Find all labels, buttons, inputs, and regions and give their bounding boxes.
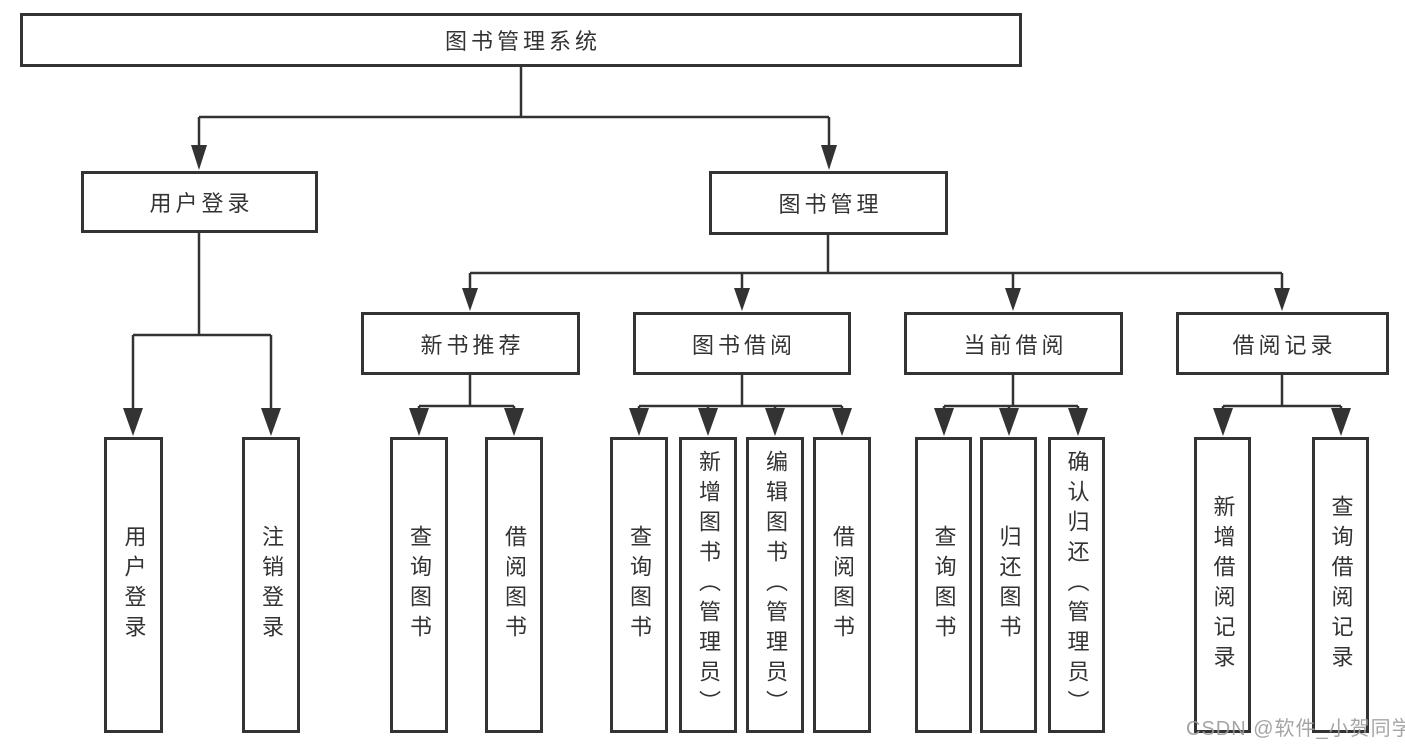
- arrowhead: [1274, 288, 1290, 311]
- node-new-book-recommendation-label: 新书推荐: [420, 332, 525, 358]
- arrowhead: [261, 408, 281, 436]
- leaf-add-borrow-record-label: 新增借阅记录: [1210, 495, 1236, 675]
- node-borrowing-records-label: 借阅记录: [1232, 332, 1337, 358]
- leaf-add-books-admin-label: 新增图书（管理员）: [696, 450, 721, 720]
- arrowhead: [832, 408, 852, 436]
- arrowhead: [629, 408, 649, 436]
- node-book-borrowing: 图书借阅: [633, 312, 851, 375]
- leaf-rec-borrow-books-label: 借阅图书: [502, 525, 527, 645]
- node-borrowing-records: 借阅记录: [1176, 312, 1389, 375]
- leaf-query-borrow-record-label: 查询借阅记录: [1328, 495, 1354, 675]
- node-root-label: 图书管理系统: [444, 29, 601, 54]
- node-root: 图书管理系统: [20, 13, 1022, 67]
- leaf-current-query-books-label: 查询图书: [931, 525, 957, 645]
- leaf-borrow-query-books: 查询图书: [610, 437, 668, 733]
- leaf-confirm-return-admin: 确认归还（管理员）: [1048, 437, 1105, 733]
- arrowhead: [1005, 288, 1021, 311]
- arrowhead: [821, 145, 837, 170]
- leaf-user-login: 用户登录: [104, 437, 163, 733]
- arrowhead: [1331, 408, 1351, 436]
- leaf-add-borrow-record: 新增借阅记录: [1194, 437, 1251, 733]
- arrowhead: [191, 145, 207, 170]
- node-user-login: 用户登录: [81, 171, 318, 233]
- leaf-edit-books-admin-label: 编辑图书（管理员）: [763, 450, 788, 720]
- arrowhead: [765, 408, 785, 436]
- leaf-logout: 注销登录: [242, 437, 300, 733]
- leaf-borrow-query-books-label: 查询图书: [627, 525, 652, 645]
- leaf-rec-query-books-label: 查询图书: [407, 525, 432, 645]
- node-current-borrowing: 当前借阅: [904, 312, 1123, 375]
- leaf-return-books-label: 归还图书: [996, 525, 1022, 645]
- leaf-confirm-return-admin-label: 确认归还（管理员）: [1064, 450, 1090, 720]
- node-user-login-label: 用户登录: [149, 191, 254, 216]
- arrowhead: [504, 408, 524, 436]
- arrowhead: [698, 408, 718, 436]
- arrowhead: [409, 408, 429, 436]
- arrowhead: [734, 288, 750, 311]
- node-new-book-recommendation: 新书推荐: [361, 312, 580, 375]
- leaf-user-login-label: 用户登录: [121, 525, 147, 645]
- arrowhead: [999, 408, 1019, 436]
- node-current-borrowing-label: 当前借阅: [963, 332, 1068, 358]
- arrowhead: [1213, 408, 1233, 436]
- leaf-query-borrow-record: 查询借阅记录: [1312, 437, 1369, 733]
- node-book-management-label: 图书管理: [778, 192, 883, 217]
- leaf-current-query-books: 查询图书: [915, 437, 972, 733]
- leaf-return-books: 归还图书: [980, 437, 1037, 733]
- leaf-add-books-admin: 新增图书（管理员）: [679, 437, 737, 733]
- arrowhead: [123, 408, 143, 436]
- arrowhead: [934, 408, 954, 436]
- node-book-borrowing-label: 图书借阅: [691, 332, 796, 358]
- leaf-rec-borrow-books: 借阅图书: [485, 437, 543, 733]
- leaf-borrow-books-label: 借阅图书: [830, 525, 855, 645]
- leaf-logout-label: 注销登录: [259, 525, 284, 645]
- leaf-rec-query-books: 查询图书: [390, 437, 448, 733]
- csdn-watermark: CSDN @软件_小贺同学: [1186, 718, 1405, 740]
- leaf-borrow-books: 借阅图书: [813, 437, 871, 733]
- arrowhead: [462, 288, 478, 311]
- leaf-edit-books-admin: 编辑图书（管理员）: [746, 437, 804, 733]
- arrowhead: [1068, 408, 1088, 436]
- node-book-management: 图书管理: [709, 171, 948, 235]
